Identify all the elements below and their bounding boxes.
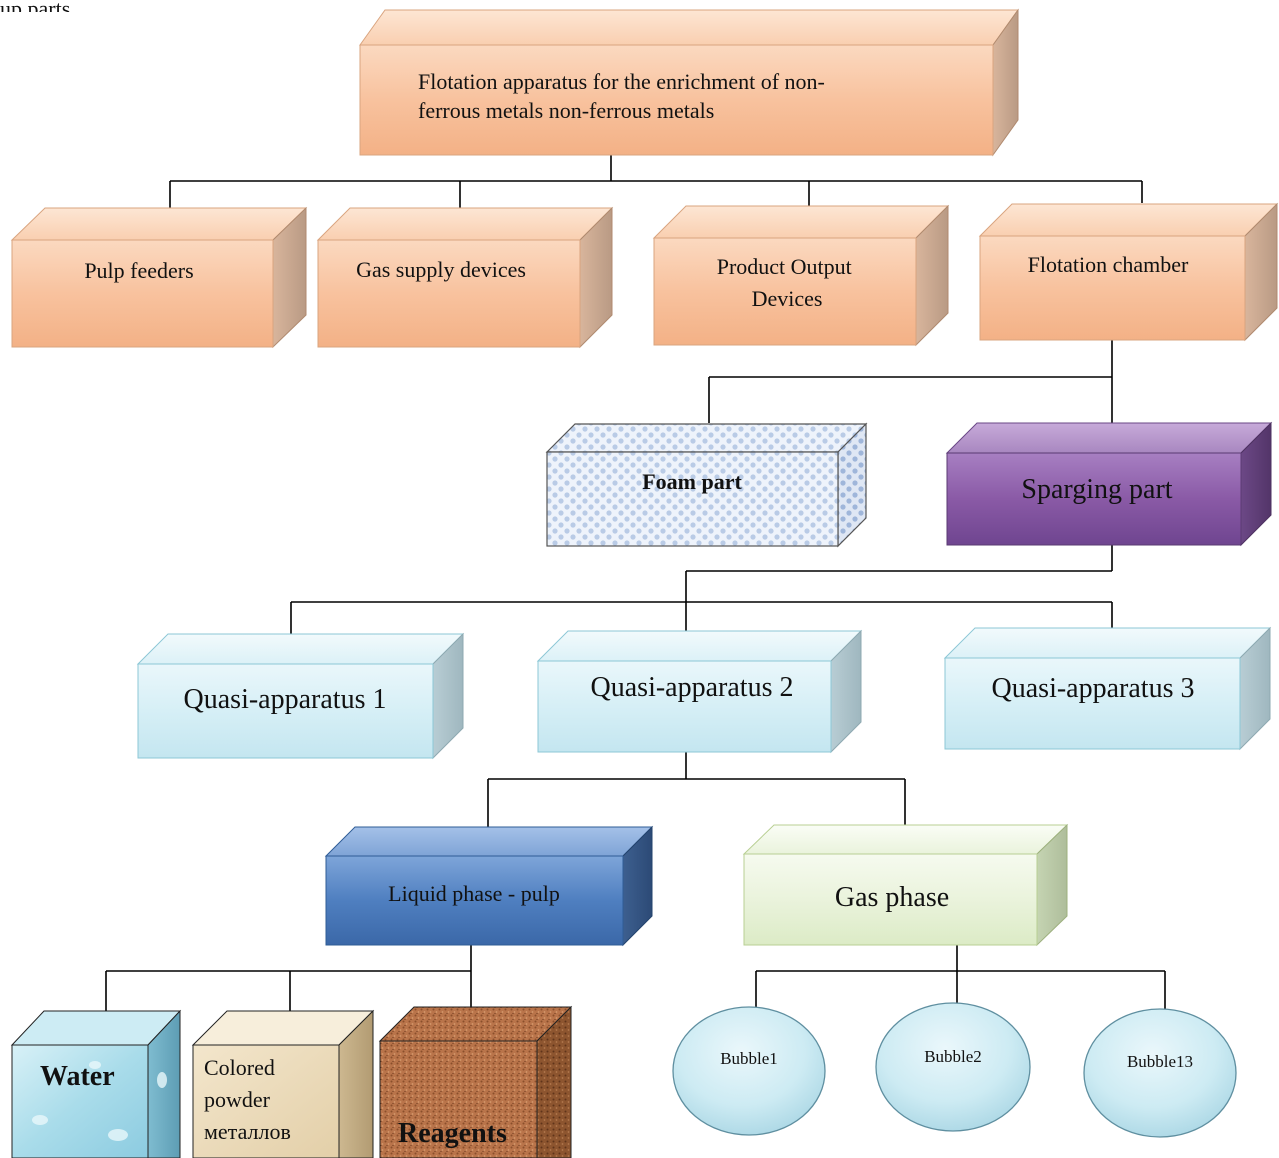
svg-text:Product Output Devices: Product Output Devices (717, 254, 858, 311)
connector-root-level1 (169, 150, 1143, 208)
connector-chamber-parts (708, 340, 1113, 423)
node-gas-phase[interactable]: Gas phase (742, 823, 1069, 947)
node-quasi-apparatus-2[interactable]: Quasi-apparatus 2 (536, 629, 863, 754)
node-gas-supply-devices[interactable]: Gas supply devices (316, 206, 614, 349)
node-bubble-1[interactable]: Bubble1 (672, 1006, 826, 1136)
root-label-line-1: Flotation apparatus for the enrichment o… (418, 69, 825, 94)
liquid-phase-label: Liquid phase - pulp (388, 881, 560, 906)
product-output-label-line-2: Devices (752, 286, 823, 311)
node-foam-part[interactable]: Foam part (545, 422, 868, 548)
water-label: Water (40, 1061, 115, 1092)
flotation-chamber-label: Flotation chamber (1028, 252, 1189, 277)
node-sparging-part[interactable]: Sparging part (945, 421, 1273, 547)
quasi-apparatus-3-label: Quasi-apparatus 3 (992, 673, 1195, 704)
node-colored-powder[interactable]: Colored powder металлов (191, 1009, 375, 1158)
gas-phase-label: Gas phase (835, 882, 949, 913)
node-bubble-3[interactable]: Bubble13 (1083, 1008, 1237, 1138)
node-product-output-devices[interactable]: Product Output Devices (652, 204, 950, 347)
connector-liquid-components (105, 945, 472, 1011)
node-quasi-apparatus-1[interactable]: Quasi-apparatus 1 (136, 632, 465, 760)
node-root[interactable]: Flotation apparatus for the enrichment o… (359, 8, 1019, 157)
water-droplets (32, 1061, 167, 1141)
connector-quasi2-phases (487, 752, 906, 829)
node-quasi-apparatus-3[interactable]: Quasi-apparatus 3 (943, 626, 1272, 751)
node-water[interactable]: Water (10, 1009, 182, 1158)
svg-text:Colored powder: Colored powder металлов (204, 1055, 291, 1144)
connector-sparging-quasi (290, 545, 1113, 635)
node-pulp-feeders[interactable]: Pulp feeders (10, 206, 308, 349)
node-bubble-2[interactable]: Bubble2 (875, 1002, 1031, 1132)
sparging-part-label: Sparging part (1021, 474, 1172, 505)
quasi-apparatus-2-label: Quasi-apparatus 2 (591, 672, 794, 703)
node-reagents[interactable]: Reagents (378, 1005, 573, 1158)
root-label-line-2: ferrous metals non-ferrous metals (418, 98, 714, 123)
svg-text:Flotation apparatus for the en: Flotation apparatus for the enrichment o… (418, 69, 830, 123)
node-flotation-chamber[interactable]: Flotation chamber (978, 202, 1279, 342)
top-left-fragment: up parts (0, 0, 71, 21)
colored-powder-label-line-2: powder (204, 1087, 271, 1112)
bubble-1-label: Bubble1 (720, 1049, 778, 1068)
connector-gas-bubbles (755, 945, 1166, 1009)
quasi-apparatus-1-label: Quasi-apparatus 1 (184, 684, 387, 715)
colored-powder-label-line-1: Colored (204, 1055, 275, 1080)
product-output-label-line-1: Product Output (717, 254, 852, 279)
bubble-3-label: Bubble13 (1127, 1052, 1193, 1071)
foam-part-label: Foam part (642, 469, 742, 494)
pulp-feeders-label: Pulp feeders (84, 258, 193, 283)
colored-powder-label-line-3: металлов (204, 1119, 291, 1144)
node-liquid-phase-pulp[interactable]: Liquid phase - pulp (324, 825, 654, 947)
bubble-2-label: Bubble2 (924, 1047, 982, 1066)
connector-lines (105, 150, 1166, 1011)
gas-supply-label: Gas supply devices (356, 257, 526, 282)
reagents-label: Reagents (398, 1118, 507, 1149)
